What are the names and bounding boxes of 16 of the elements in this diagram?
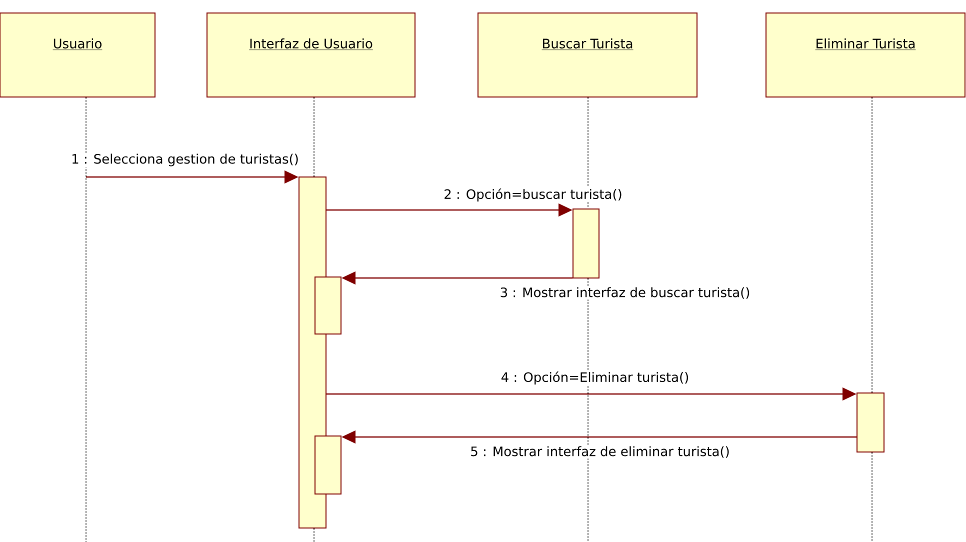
message-label: 1 : Selecciona gestion de turistas(): [70, 152, 300, 168]
activation-bar: [314, 436, 342, 494]
lifeline: [313, 96, 315, 542]
message-label: 3 : Mostrar interfaz de buscar turista(): [498, 286, 752, 300]
lifeline-head-box: Interfaz de Usuario: [206, 12, 416, 98]
lifeline-head-box: Buscar Turista: [478, 12, 698, 98]
activation-bar: [856, 392, 884, 452]
lifeline: [85, 98, 87, 542]
message-label: 5 : Mostrar interfaz de eliminar turista(): [469, 445, 731, 459]
activation-bar: [572, 208, 600, 278]
lifeline: [871, 96, 873, 542]
message-label: 4 : Opción=Eliminar turista(): [500, 370, 690, 386]
lifeline-head-box: Usuario: [0, 12, 156, 98]
activation-bar: [314, 276, 342, 334]
lifeline-head-box: Eliminar Turista: [766, 12, 966, 98]
message-label: 2 : Opción=buscar turista(): [442, 187, 624, 203]
